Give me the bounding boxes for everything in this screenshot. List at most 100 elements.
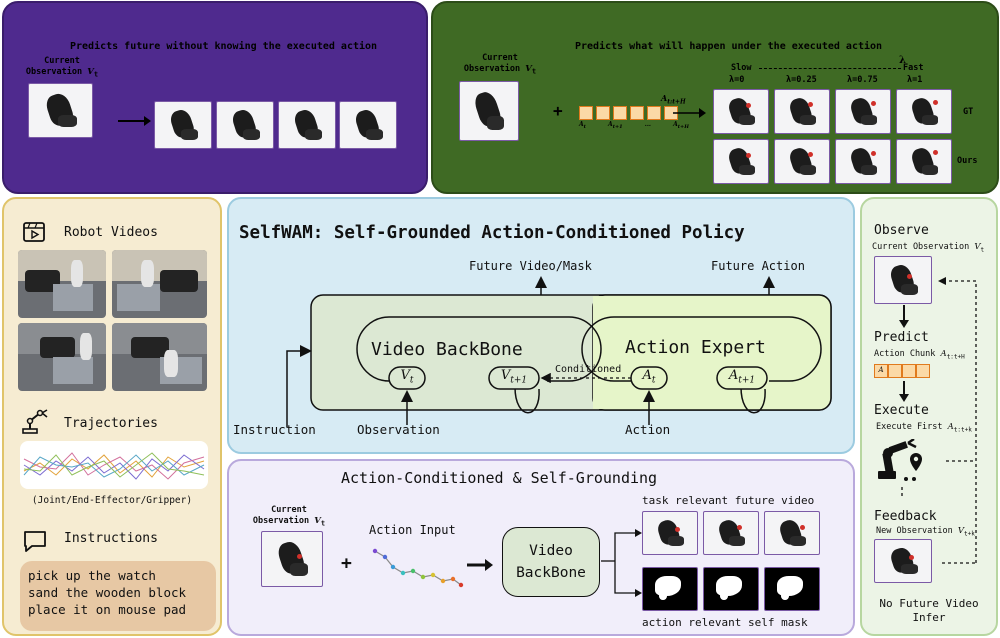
instruction-input-label: Instruction bbox=[233, 422, 316, 437]
top-left-arrow bbox=[118, 116, 151, 126]
architecture-title: SelfWAM: Self-Grounded Action-Conditione… bbox=[239, 223, 745, 243]
video-backbone-label: Video BackBone bbox=[371, 339, 523, 360]
new-observation-label: New Observation Vt+k bbox=[876, 526, 975, 538]
current-observation-label: Current Observation Vt bbox=[872, 242, 985, 254]
self-grounding-panel: Action-Conditioned & Self-Grounding Curr… bbox=[227, 459, 855, 636]
execute-first-label: Execute First At:t+k bbox=[876, 422, 972, 434]
conditioned-label: Conditioned bbox=[555, 364, 622, 375]
task-video-frame-1 bbox=[642, 511, 698, 555]
predict-label: Predict bbox=[874, 330, 929, 345]
self-grounding-title: Action-Conditioned & Self-Grounding bbox=[341, 469, 658, 487]
action-sequence bbox=[579, 106, 681, 120]
speed-axis bbox=[759, 68, 901, 69]
gt-frame-1 bbox=[713, 89, 769, 134]
top-right-panel: Predicts what will happen under the exec… bbox=[431, 1, 999, 194]
bottom-video-backbone: Video BackBone bbox=[502, 527, 600, 597]
center-architecture-panel: SelfWAM: Self-Grounded Action-Conditione… bbox=[227, 197, 855, 454]
task-video-frame-3 bbox=[764, 511, 820, 555]
robot-arm-location-icon bbox=[878, 439, 922, 481]
slow-label: Slow bbox=[731, 63, 752, 73]
execute-label: Execute bbox=[874, 403, 929, 418]
node-v-t1: Vt+1 bbox=[500, 368, 528, 386]
top-left-panel: Predicts future without knowing the exec… bbox=[2, 1, 428, 194]
lambda-symbol: λ bbox=[899, 55, 907, 66]
predicted-frame-3 bbox=[278, 101, 336, 149]
no-future-video-label: No Future Video Infer bbox=[879, 597, 979, 624]
action-chunk-label: Action Chunk At:t+H bbox=[874, 349, 965, 361]
robot-video-2 bbox=[112, 250, 207, 318]
observe-image bbox=[874, 256, 932, 304]
predict-to-execute-arrow bbox=[899, 381, 909, 402]
instructions-label: Instructions bbox=[64, 531, 158, 546]
self-mask-frame-1 bbox=[642, 567, 698, 611]
node-a-t: At bbox=[642, 368, 656, 386]
action-sequence-label-top: At:t+H bbox=[661, 93, 686, 106]
self-mask-frame-3 bbox=[764, 567, 820, 611]
top-right-title: Predicts what will happen under the exec… bbox=[575, 41, 883, 52]
top-left-observation-image bbox=[28, 83, 93, 138]
robot-videos-label: Robot Videos bbox=[64, 225, 158, 240]
architecture-diagram bbox=[286, 276, 832, 427]
action-sequence-labels: At At+1 ... At+H bbox=[579, 121, 689, 131]
bottom-observation-image bbox=[261, 531, 323, 587]
top-right-plus: + bbox=[553, 101, 563, 120]
left-data-panel: Robot Videos Trajectories (Joint/End-Eff… bbox=[2, 197, 222, 636]
ours-frame-1 bbox=[713, 139, 769, 184]
bottom-plus: + bbox=[341, 553, 352, 574]
ours-row-label: Ours bbox=[957, 156, 978, 166]
top-right-obs-label: Current Observation Vt bbox=[463, 53, 537, 76]
trajectory-plot bbox=[20, 441, 208, 489]
action-input-text: Action Input bbox=[369, 523, 456, 537]
action-expert-label: Action Expert bbox=[625, 337, 766, 358]
backbone-output-arrows bbox=[601, 529, 642, 597]
top-left-obs-label: Current Observation Vt bbox=[25, 56, 99, 79]
top-right-arrow bbox=[673, 108, 706, 118]
action-chunk-cells: A bbox=[874, 364, 930, 378]
gt-frame-4 bbox=[896, 89, 952, 134]
node-v-t: Vt bbox=[400, 368, 414, 386]
instruction-line-1: pick up the watch bbox=[28, 568, 156, 583]
observation-input-label: Observation bbox=[357, 422, 440, 437]
feedback-loop-arrows bbox=[901, 277, 977, 564]
bottom-obs-label: Current Observation Vt bbox=[252, 505, 326, 528]
action-input-curve bbox=[372, 548, 464, 588]
ours-frame-4 bbox=[896, 139, 952, 184]
ours-frame-2 bbox=[774, 139, 830, 184]
self-mask-frame-2 bbox=[703, 567, 759, 611]
robot-video-4 bbox=[112, 323, 207, 391]
task-video-label: task relevant future video bbox=[642, 494, 815, 507]
inference-loop-panel: Observe Current Observation Vt Predict A… bbox=[860, 197, 998, 636]
observe-label: Observe bbox=[874, 223, 929, 238]
lambda-025: λ=0.25 bbox=[786, 75, 817, 85]
gt-row-label: GT bbox=[963, 107, 974, 117]
future-action-label: Future Action bbox=[711, 259, 805, 273]
trajectories-label: Trajectories bbox=[64, 416, 158, 431]
video-icon bbox=[23, 222, 45, 242]
robot-video-1 bbox=[18, 250, 106, 318]
node-a-t1: At+1 bbox=[728, 368, 756, 386]
lambda-1: λ=1 bbox=[907, 75, 923, 85]
predicted-frame-1 bbox=[154, 101, 212, 149]
instruction-line-3: place it on mouse pad bbox=[28, 602, 187, 617]
future-video-label: Future Video/Mask bbox=[469, 259, 592, 273]
robot-video-3 bbox=[18, 323, 106, 391]
to-backbone-arrow bbox=[467, 559, 493, 571]
gt-frame-2 bbox=[774, 89, 830, 134]
feedback-label: Feedback bbox=[874, 509, 937, 524]
top-left-title: Predicts future without knowing the exec… bbox=[70, 41, 378, 52]
feedback-image bbox=[874, 539, 932, 583]
instructions-box: pick up the watch sand the wooden block … bbox=[20, 561, 216, 631]
top-right-observation-image bbox=[459, 81, 519, 141]
action-input-label: Action bbox=[625, 422, 671, 437]
robot-arm-icon bbox=[22, 409, 48, 434]
chat-bubble-icon bbox=[24, 531, 46, 552]
predicted-frame-4 bbox=[339, 101, 397, 149]
observe-to-predict-arrow bbox=[899, 305, 909, 328]
gt-frame-3 bbox=[835, 89, 891, 134]
ours-frame-3 bbox=[835, 139, 891, 184]
lambda-0: λ=0 bbox=[729, 75, 745, 85]
lambda-075: λ=0.75 bbox=[847, 75, 878, 85]
instruction-line-2: sand the wooden block bbox=[28, 585, 187, 600]
trajectories-caption: (Joint/End-Effector/Gripper) bbox=[31, 495, 193, 506]
task-video-frame-2 bbox=[703, 511, 759, 555]
